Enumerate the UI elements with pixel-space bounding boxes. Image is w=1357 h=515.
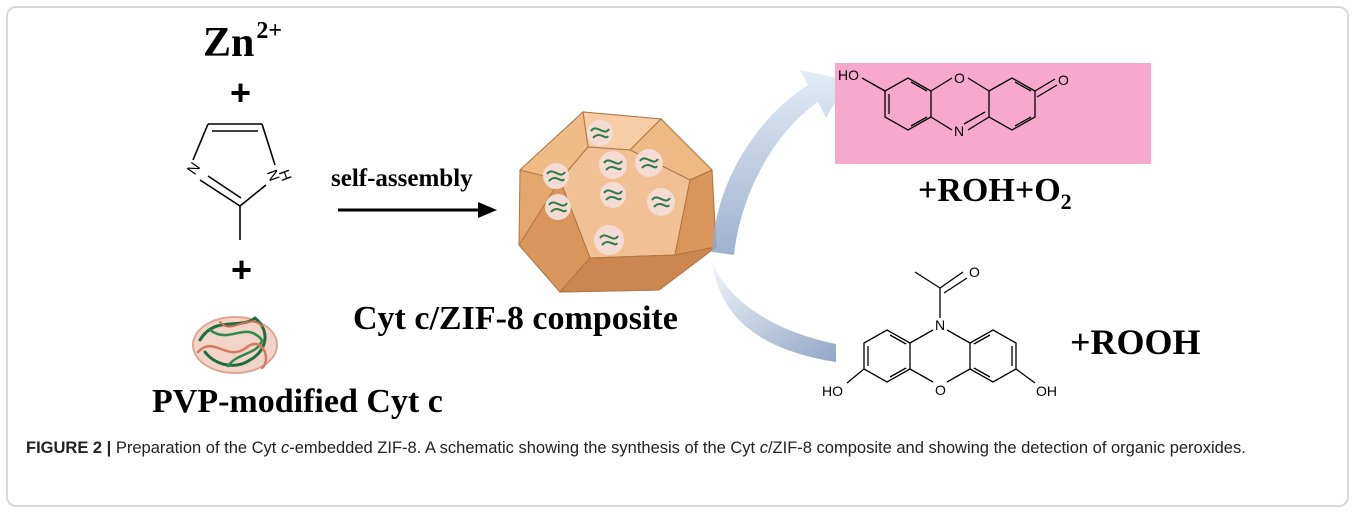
amplex-n: N: [935, 317, 945, 333]
plus-sign-top: +: [230, 72, 252, 113]
pvp-cyt-label: PVP-modified Cyt c: [152, 383, 443, 420]
plus-sign-bottom: +: [231, 249, 253, 290]
amplex-acetyl-o: O: [969, 264, 980, 280]
amplex-ho: HO: [822, 383, 843, 399]
amplex-structure: [846, 271, 1036, 384]
resorufin-structure: [861, 77, 1058, 131]
o2-subscript: 2: [1060, 189, 1072, 214]
zinc-ion-label: Zn2+: [203, 18, 283, 66]
caption-label: FIGURE 2 |: [26, 439, 112, 457]
roh-o2-label: +ROH+O2: [918, 172, 1072, 214]
protein-cartoon: [192, 316, 278, 374]
amplex-oh: OH: [1036, 383, 1057, 399]
resorufin-keto-o: O: [1058, 72, 1069, 88]
reaction-arc-arrow: [712, 70, 848, 362]
amplex-ring-o: O: [935, 382, 946, 398]
zinc-charge: 2+: [256, 18, 283, 44]
rooh-label: +ROOH: [1070, 322, 1201, 362]
figure-frame: [6, 6, 1349, 507]
resorufin-n: N: [954, 123, 964, 139]
resorufin-ring-o: O: [954, 70, 965, 86]
imidazole-structure: [192, 123, 276, 240]
resorufin-highlight: [835, 63, 1151, 164]
resorufin-ho: HO: [838, 67, 859, 83]
self-assembly-arrow: [338, 202, 497, 218]
figure-caption: FIGURE 2 | Preparation of the Cyt c-embe…: [26, 439, 1246, 457]
imidazole-n-left: N: [184, 159, 204, 178]
self-assembly-label: self-assembly: [331, 165, 473, 192]
composite-label: Cyt c/ZIF-8 composite: [353, 300, 678, 337]
embedded-proteins: [543, 120, 675, 255]
